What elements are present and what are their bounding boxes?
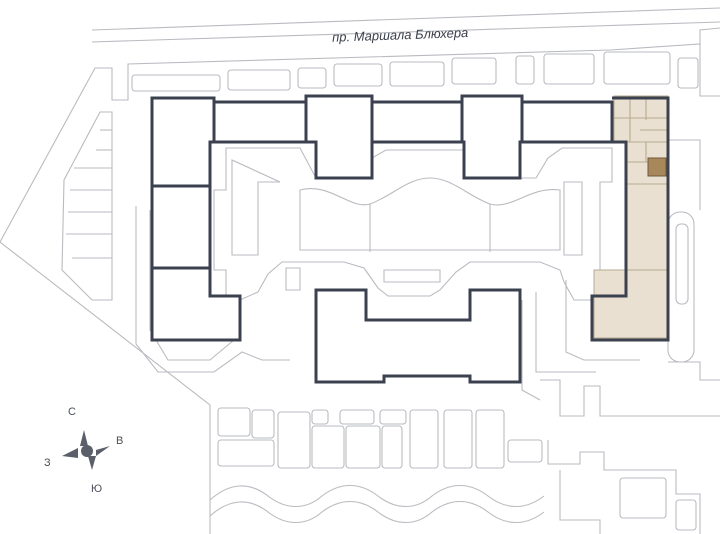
selected-apartment[interactable] (647, 157, 667, 177)
lower-lots (217, 379, 720, 534)
compass-north-arrow (80, 430, 88, 446)
residential-complex (150, 94, 670, 384)
compass-rose: С В Ю З (44, 406, 123, 495)
compass-west-label: З (44, 457, 51, 469)
street-label: пр. Маршала Блюхера (332, 25, 469, 45)
compass-east-label: В (116, 435, 123, 447)
right-walkways (667, 139, 720, 381)
street-edges (91, 7, 720, 43)
top-parking-row (131, 51, 699, 92)
site-boundary (0, 27, 720, 534)
left-parking (61, 111, 113, 301)
south-building (314, 288, 522, 384)
compass-north-label: С (68, 406, 76, 418)
compass-west-arrow (62, 448, 78, 458)
selected-section[interactable] (593, 95, 669, 339)
north-wing (150, 94, 614, 188)
compass-south-arrow (88, 456, 96, 470)
compass-south-label: Ю (91, 483, 102, 495)
west-wing (150, 184, 242, 342)
corner-walkways (135, 206, 640, 401)
bottom-walkway (209, 485, 545, 523)
courtyard (213, 147, 613, 301)
compass-east-arrow (96, 446, 110, 456)
